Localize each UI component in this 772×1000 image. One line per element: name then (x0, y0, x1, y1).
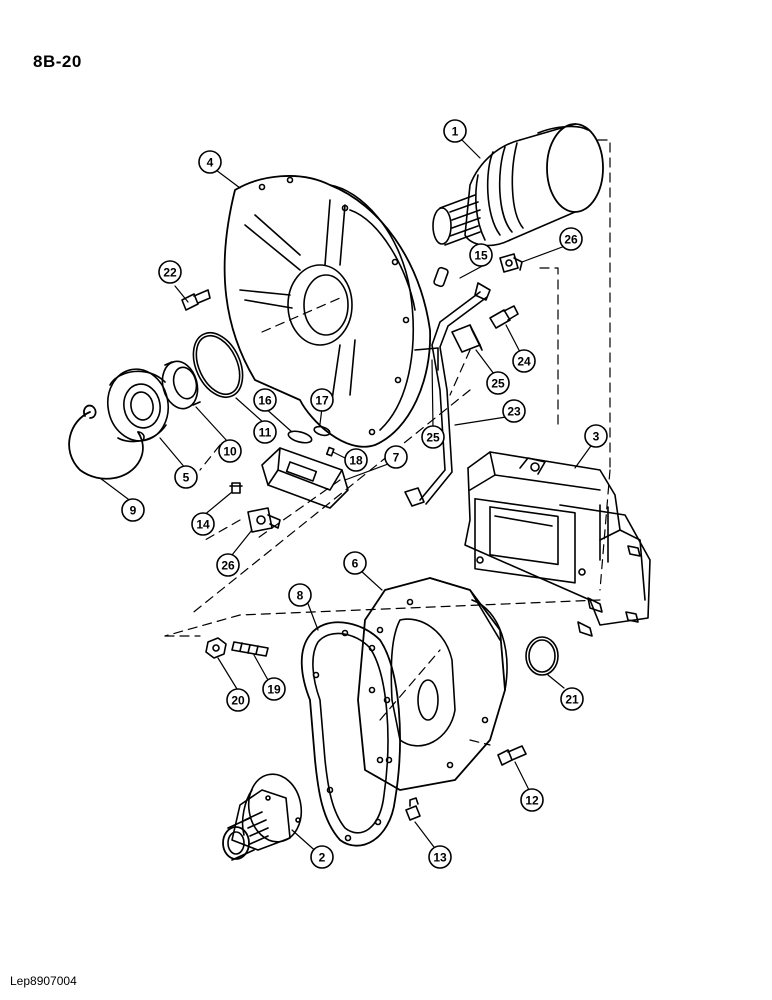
callout-26-upper: 26 (559, 227, 583, 251)
callout-20: 20 (226, 688, 250, 712)
svg-text:8: 8 (297, 589, 304, 603)
plug-13 (405, 797, 421, 821)
callout-26-lower: 26 (216, 553, 240, 577)
pin-18 (325, 446, 335, 457)
svg-text:19: 19 (267, 683, 281, 697)
pin-15 (433, 266, 449, 288)
alignment-lines (164, 139, 611, 746)
drawing-reference: Lep8907004 (10, 974, 77, 988)
bolt-22 (181, 289, 211, 311)
bracket (261, 447, 349, 509)
callout-5: 5 (174, 465, 198, 489)
ring-16 (287, 430, 313, 444)
svg-text:3: 3 (593, 430, 600, 444)
o-ring (192, 332, 244, 398)
svg-text:6: 6 (352, 557, 359, 571)
callout-25-upper: 25 (486, 371, 510, 395)
callout-2: 2 (310, 845, 334, 869)
svg-text:1: 1 (452, 125, 459, 139)
coupling (222, 773, 303, 861)
spacer-block-25 (451, 324, 483, 353)
svg-text:26: 26 (221, 559, 235, 573)
callout-12: 12 (520, 788, 544, 812)
svg-text:15: 15 (474, 249, 488, 263)
bearing (107, 368, 169, 443)
svg-text:17: 17 (315, 394, 329, 408)
svg-text:26: 26 (564, 233, 578, 247)
ring-17 (313, 425, 331, 437)
gasket (300, 621, 401, 847)
svg-text:11: 11 (259, 426, 272, 440)
svg-text:7: 7 (393, 451, 400, 465)
svg-text:14: 14 (196, 518, 210, 532)
drive-motor (432, 123, 604, 247)
callout-13: 13 (428, 845, 452, 869)
bolt-24 (489, 305, 519, 329)
svg-text:25: 25 (491, 377, 505, 391)
svg-text:13: 13 (433, 851, 447, 865)
callout-23: 23 (502, 399, 526, 423)
callout-18: 18 (344, 448, 368, 472)
svg-text:4: 4 (207, 156, 214, 170)
svg-text:12: 12 (525, 794, 539, 808)
callout-8: 8 (288, 583, 312, 607)
tee-fitting-upper (499, 253, 523, 273)
page-code: 8B-20 (33, 52, 82, 71)
fitting-14 (229, 482, 243, 494)
flange-housing (223, 175, 439, 448)
callout-1: 1 (443, 119, 467, 143)
callout-3: 3 (584, 424, 608, 448)
callout-9: 9 (121, 498, 145, 522)
callout-25-lower: 25 (421, 425, 445, 449)
callout-22: 22 (158, 260, 182, 284)
motor-housing (357, 577, 508, 791)
callout-15: 15 (469, 243, 493, 267)
callout-6: 6 (343, 551, 367, 575)
seal (161, 360, 201, 410)
svg-text:21: 21 (565, 693, 579, 707)
callout-10: 10 (218, 439, 242, 463)
svg-text:25: 25 (426, 431, 440, 445)
callouts: 1 4 22 15 26 24 25 23 25 3 16 17 11 10 1… (121, 119, 608, 869)
svg-text:10: 10 (223, 445, 237, 459)
tee-fitting-lower (247, 507, 281, 533)
callout-4: 4 (198, 150, 222, 174)
svg-text:20: 20 (231, 694, 245, 708)
svg-text:23: 23 (507, 405, 521, 419)
pipe-23 (404, 282, 491, 507)
bolt-12 (497, 745, 527, 766)
callout-7: 7 (384, 445, 408, 469)
o-ring-21 (525, 636, 559, 676)
svg-text:2: 2 (319, 851, 326, 865)
callout-24: 24 (512, 349, 536, 373)
callout-21: 21 (560, 687, 584, 711)
callout-14: 14 (191, 512, 215, 536)
circlip (68, 404, 144, 480)
stud-19 (231, 641, 269, 657)
svg-text:16: 16 (258, 394, 272, 408)
nut-20 (205, 637, 227, 659)
pump-body (464, 451, 651, 637)
callout-11: 11 (253, 420, 277, 444)
svg-text:5: 5 (183, 471, 190, 485)
svg-text:18: 18 (349, 454, 363, 468)
svg-text:9: 9 (130, 504, 137, 518)
callout-16: 16 (253, 388, 277, 412)
callout-17: 17 (310, 388, 334, 412)
svg-text:22: 22 (163, 266, 177, 280)
svg-text:24: 24 (517, 355, 531, 369)
callout-19: 19 (262, 677, 286, 701)
